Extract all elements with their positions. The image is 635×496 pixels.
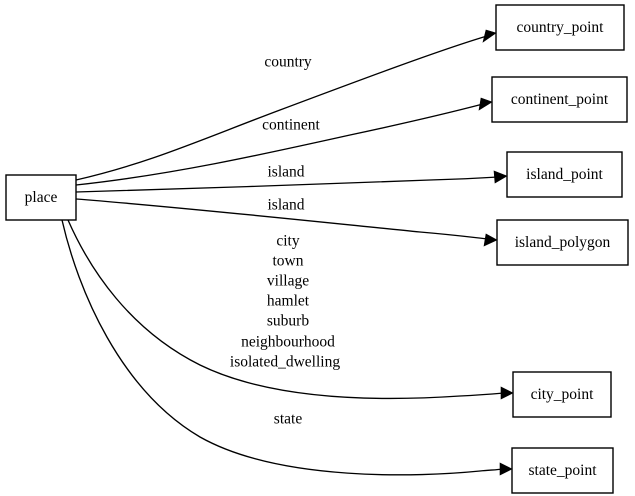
node-state-point-label: state_point	[528, 462, 597, 479]
node-island-point[interactable]: island_point	[506, 151, 623, 198]
edges-layer	[61, 29, 514, 476]
edge-label-island-polygon: island	[267, 197, 304, 214]
edge-label-island-point: island	[267, 164, 304, 181]
edge-label-country: country	[264, 54, 312, 71]
edge-place-to-continent-point[interactable]	[75, 97, 493, 186]
arrowhead-country	[482, 29, 497, 43]
node-place[interactable]: place	[5, 174, 77, 221]
node-city-point-box	[512, 371, 612, 418]
edge-label-suburb: suburb	[267, 313, 309, 330]
node-continent-point-box	[491, 76, 628, 123]
edge-label-state: state	[274, 411, 303, 428]
node-island-polygon[interactable]: island_polygon	[496, 219, 629, 266]
edge-place-to-state-point[interactable]	[61, 219, 513, 476]
edge-line-island-polygon	[75, 198, 489, 240]
node-island-point-box	[506, 151, 623, 198]
node-continent-point-label: continent_point	[511, 91, 609, 108]
edge-line-continent	[75, 103, 484, 186]
node-island-polygon-label: island_polygon	[515, 234, 611, 251]
edge-line-island-point	[75, 176, 499, 193]
node-country-point-label: country_point	[517, 19, 605, 36]
node-place-box	[5, 174, 77, 221]
edge-label-hamlet: hamlet	[267, 293, 310, 310]
node-state-point[interactable]: state_point	[511, 447, 614, 494]
edge-label-isolated-dwelling: isolated_dwelling	[230, 354, 340, 371]
edge-label-city-group: city town village hamlet suburb neighbou…	[230, 233, 340, 371]
arrowhead-city-point	[500, 386, 514, 400]
edge-place-to-island-point[interactable]	[75, 170, 508, 193]
arrowhead-continent	[478, 97, 493, 111]
edge-label-continent: continent	[262, 117, 320, 134]
edge-place-to-island-polygon[interactable]	[75, 198, 498, 247]
edge-labels-layer: country continent island island city tow…	[230, 54, 340, 428]
edge-line-city-group	[67, 219, 505, 400]
node-place-label: place	[25, 189, 58, 206]
node-country-point[interactable]: country_point	[495, 4, 625, 51]
edge-line-state	[61, 219, 504, 476]
arrowhead-island-point	[493, 170, 508, 184]
edge-label-village: village	[267, 273, 309, 290]
nodes-layer: place country_point continent_point isla…	[5, 4, 629, 494]
edge-place-to-city-point[interactable]	[67, 219, 514, 400]
edge-label-town: town	[273, 253, 304, 270]
node-country-point-box	[495, 4, 625, 51]
node-state-point-box	[511, 447, 614, 494]
arrowhead-state-point	[499, 462, 513, 476]
edge-line-country	[75, 35, 488, 181]
node-island-point-label: island_point	[526, 166, 603, 183]
node-city-point-label: city_point	[531, 386, 595, 403]
arrowhead-island-polygon	[483, 233, 498, 247]
edge-label-city: city	[276, 233, 299, 250]
edge-place-to-country-point[interactable]	[75, 29, 497, 181]
node-continent-point[interactable]: continent_point	[491, 76, 628, 123]
node-island-polygon-box	[496, 219, 629, 266]
node-city-point[interactable]: city_point	[512, 371, 612, 418]
edge-label-neighbourhood: neighbourhood	[241, 334, 335, 351]
